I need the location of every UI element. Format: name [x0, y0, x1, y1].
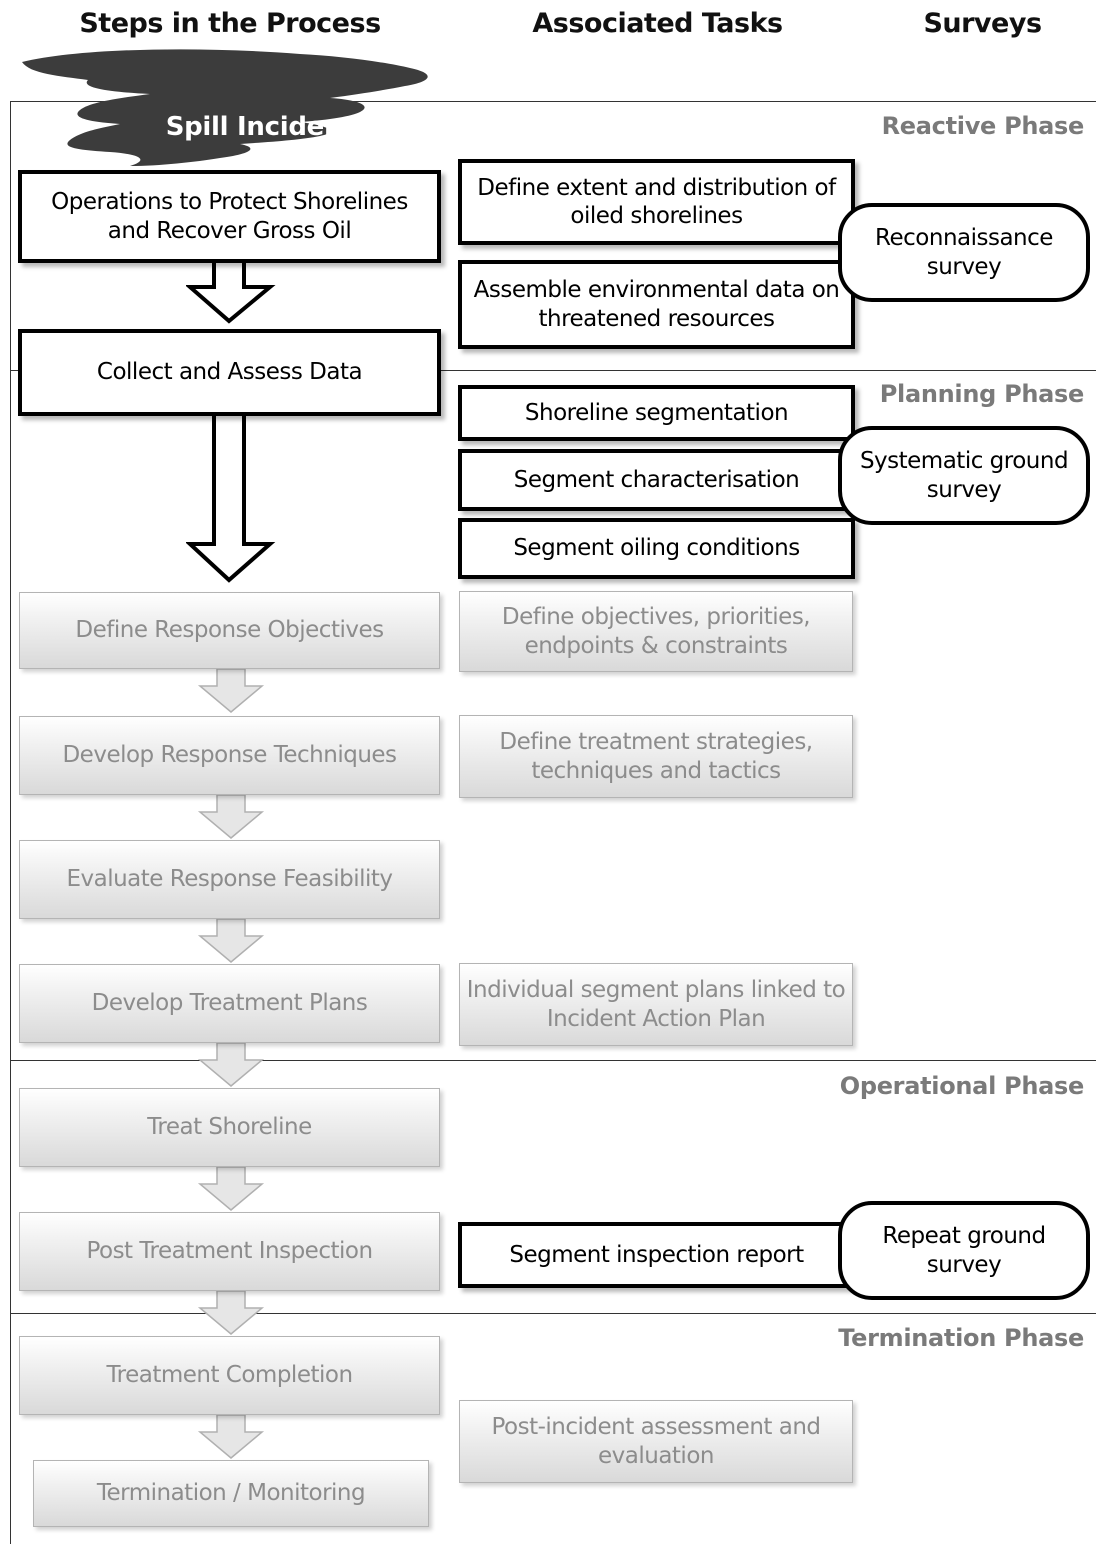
down-arrow-9 [197, 1414, 265, 1459]
header-surveys: Surveys [923, 8, 1042, 39]
phase-operational: Operational Phase [839, 1072, 1085, 1100]
step-evaluate-response-feasibility: Evaluate Response Feasibility [19, 840, 440, 919]
survey-systematic-ground: Systematic ground survey [838, 426, 1090, 525]
header-steps: Steps in the Process [79, 8, 381, 39]
spill-incident-label: Spill Incident [165, 112, 355, 142]
task-post-incident-assessment: Post-incident assessment and evaluation [459, 1400, 853, 1483]
brush-stroke-shape [22, 49, 428, 167]
down-arrow-5 [197, 918, 265, 963]
task-define-objectives: Define objectives, priorities, endpoints… [459, 591, 853, 672]
step-develop-treatment-plans: Develop Treatment Plans [19, 964, 440, 1043]
step-protect-shorelines: Operations to Protect Shorelines and Rec… [18, 170, 441, 263]
planning-phase-top-line [10, 370, 1096, 371]
task-shoreline-segmentation: Shoreline segmentation [458, 385, 855, 441]
down-arrow-2 [186, 412, 276, 583]
step-termination-monitoring: Termination / Monitoring [33, 1460, 429, 1527]
reactive-phase-top-line [10, 101, 1096, 102]
task-assemble-environmental-data: Assemble environmental data on threatene… [458, 260, 855, 349]
down-arrow-8 [197, 1290, 265, 1335]
operational-phase-top-line [10, 1060, 1096, 1061]
down-arrow-4 [197, 794, 265, 839]
task-define-extent: Define extent and distribution of oiled … [458, 159, 855, 245]
step-define-response-objectives: Define Response Objectives [19, 592, 440, 669]
task-define-treatment-strategies: Define treatment strategies, techniques … [459, 715, 853, 798]
step-develop-response-techniques: Develop Response Techniques [19, 716, 440, 795]
step-collect-assess-data: Collect and Assess Data [18, 329, 441, 416]
task-segment-inspection-report: Segment inspection report [458, 1222, 855, 1288]
down-arrow-1 [186, 255, 276, 324]
phase-planning: Planning Phase [879, 380, 1085, 408]
survey-repeat-ground: Repeat ground survey [838, 1201, 1090, 1300]
spill-incident-bubble: Spill Incident [0, 40, 460, 180]
termination-phase-top-line [10, 1313, 1096, 1314]
header-tasks: Associated Tasks [532, 8, 783, 39]
task-individual-segment-plans: Individual segment plans linked to Incid… [459, 963, 853, 1046]
down-arrow-7 [197, 1166, 265, 1211]
phase-reactive: Reactive Phase [881, 112, 1085, 140]
down-arrow-6 [197, 1042, 265, 1087]
down-arrow-3 [197, 668, 265, 713]
phase-termination: Termination Phase [838, 1324, 1084, 1352]
step-treat-shoreline: Treat Shoreline [19, 1088, 440, 1167]
phase-frame-left-line [10, 101, 11, 1544]
step-post-treatment-inspection: Post Treatment Inspection [19, 1212, 440, 1291]
task-segment-characterisation: Segment characterisation [458, 449, 855, 511]
survey-reconnaissance: Reconnaissance survey [838, 203, 1090, 302]
task-segment-oiling-conditions: Segment oiling conditions [458, 518, 855, 579]
step-treatment-completion: Treatment Completion [19, 1336, 440, 1415]
